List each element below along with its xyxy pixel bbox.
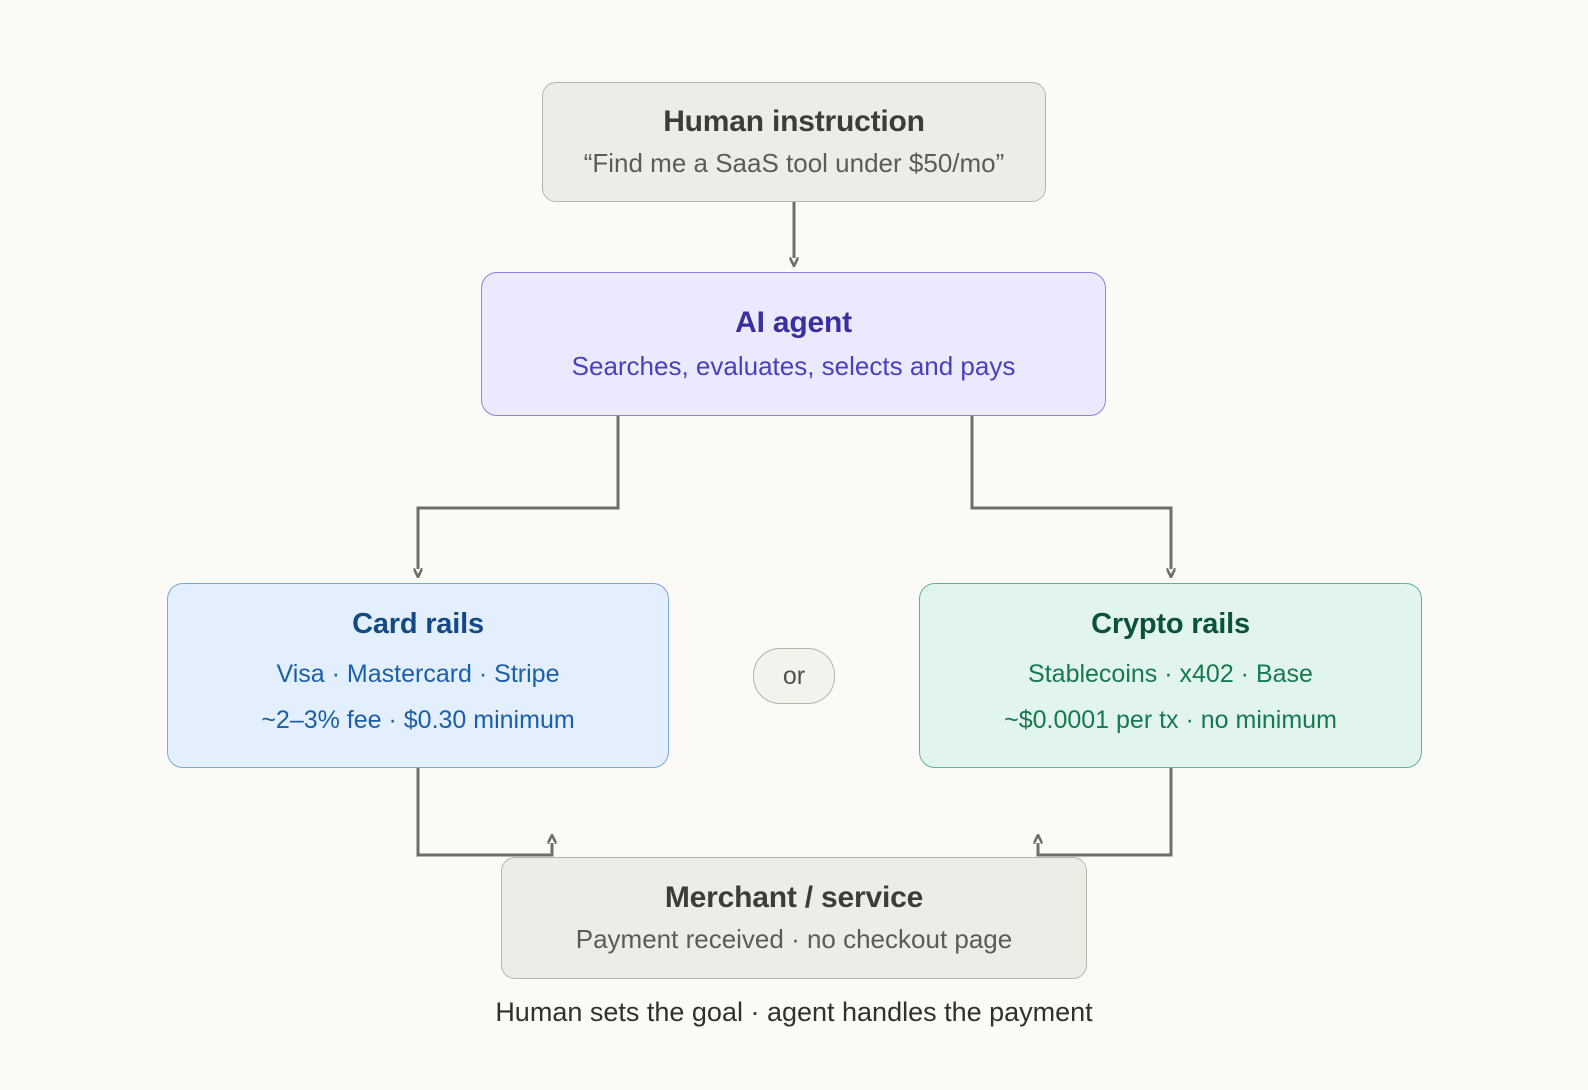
- edge-agent-to-card-rails: [418, 416, 620, 569]
- edge-card-rails-to-merchant: [416, 768, 552, 857]
- node-ai-agent-title: AI agent: [735, 306, 852, 339]
- node-crypto-rails-title: Crypto rails: [1091, 608, 1250, 640]
- node-card-rails-line-1: Visa · Mastercard · Stripe: [276, 660, 560, 688]
- node-ai-agent[interactable]: AI agent Searches, evaluates, selects an…: [481, 272, 1106, 416]
- edge-crypto-rails-to-merchant: [1038, 768, 1173, 857]
- node-crypto-rails-line-1: Stablecoins · x402 · Base: [1028, 660, 1313, 688]
- node-ai-agent-subtitle: Searches, evaluates, selects and pays: [571, 351, 1016, 381]
- node-human-instruction-subtitle: “Find me a SaaS tool under $50/mo”: [583, 148, 1005, 178]
- branch-or-badge: or: [753, 648, 835, 704]
- node-human-instruction[interactable]: Human instruction “Find me a SaaS tool u…: [542, 82, 1046, 202]
- node-merchant-service-subtitle: Payment received · no checkout page: [575, 924, 1013, 954]
- node-crypto-rails[interactable]: Crypto rails Stablecoins · x402 · Base ~…: [919, 583, 1422, 768]
- node-human-instruction-title: Human instruction: [663, 105, 925, 138]
- node-card-rails-title: Card rails: [352, 608, 484, 640]
- node-merchant-service[interactable]: Merchant / service Payment received · no…: [501, 857, 1087, 979]
- node-card-rails[interactable]: Card rails Visa · Mastercard · Stripe ~2…: [167, 583, 669, 768]
- edge-agent-to-crypto-rails: [970, 416, 1171, 569]
- node-crypto-rails-line-2: ~$0.0001 per tx · no minimum: [1004, 705, 1337, 734]
- node-card-rails-line-2: ~2–3% fee · $0.30 minimum: [261, 705, 575, 734]
- diagram-caption: Human sets the goal · agent handles the …: [495, 997, 1093, 1027]
- node-merchant-service-title: Merchant / service: [664, 881, 924, 914]
